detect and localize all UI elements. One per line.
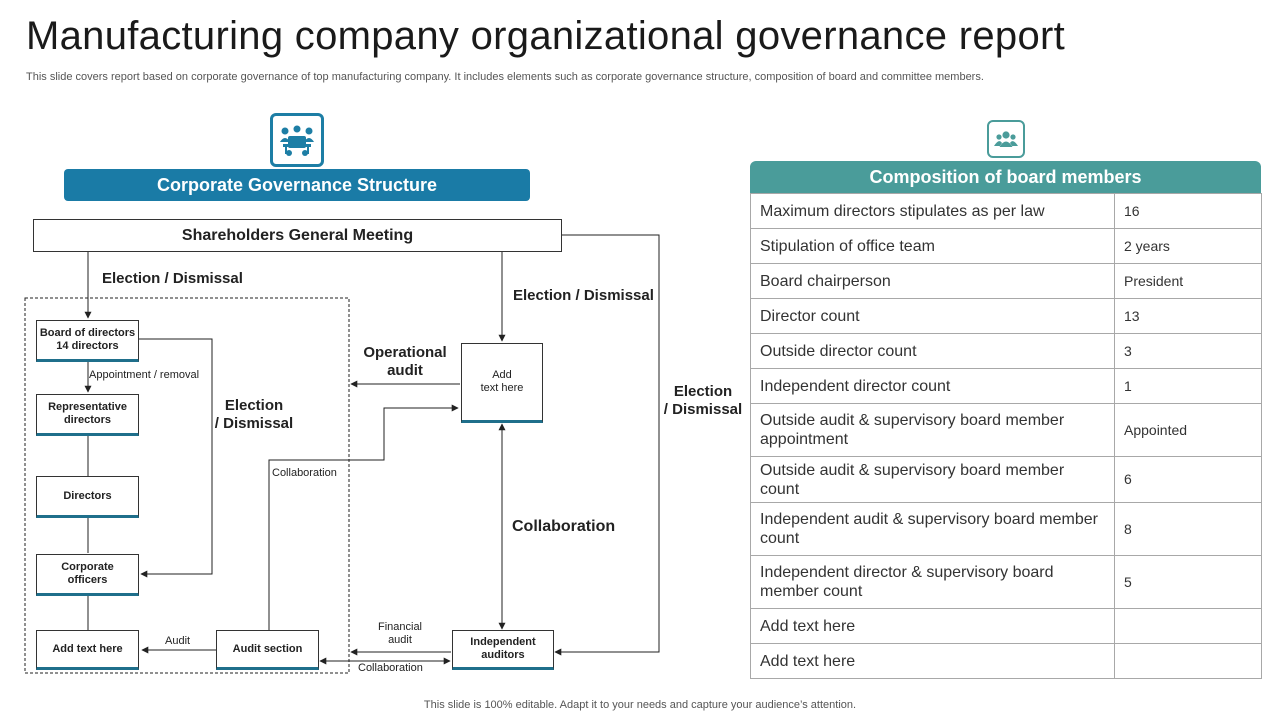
row-label: Add text here [750, 643, 1115, 679]
footer-note: This slide is 100% editable. Adapt it to… [423, 699, 857, 711]
page-subtitle: This slide covers report based on corpor… [26, 71, 984, 83]
row-value [1114, 643, 1262, 679]
governance-structure-heading: Corporate Governance Structure [64, 169, 530, 201]
election-dismissal-top-label: Election / Dismissal [102, 270, 243, 287]
row-value: President [1114, 263, 1262, 299]
audit-label: Audit [165, 635, 191, 647]
election-right-line1: Election [673, 383, 733, 400]
collaboration-bottom-label: Collaboration [358, 662, 423, 674]
representative-line2: directors [63, 414, 112, 426]
financial-line1: Financial [377, 621, 423, 633]
users-icon [987, 120, 1025, 158]
add-text-bottom-box: Add text here [36, 630, 139, 670]
operational-line1: Operational [363, 344, 447, 361]
row-label: Maximum directors stipulates as per law [750, 193, 1115, 229]
officers-line1: Corporate [61, 561, 114, 573]
row-label: Stipulation of office team [750, 228, 1115, 264]
representative-line1: Representative [48, 401, 127, 413]
row-value [1114, 608, 1262, 644]
meeting-icon [270, 113, 324, 167]
add-text-center-line2: text here [480, 382, 524, 394]
independent-line2: auditors [481, 649, 525, 661]
board-line1: Board of directors [39, 327, 136, 339]
row-value: 1 [1114, 368, 1262, 404]
table-row: Outside audit & supervisory board member… [750, 456, 1262, 503]
row-label: Outside audit & supervisory board member… [750, 456, 1115, 503]
table-row: Add text here [750, 643, 1262, 679]
election-right-line2: / Dismissal [663, 401, 743, 418]
row-label: Independent director & supervisory board… [750, 555, 1115, 609]
row-value: 13 [1114, 298, 1262, 334]
collaboration-big-label: Collaboration [512, 518, 616, 535]
row-label: Independent audit & supervisory board me… [750, 502, 1115, 556]
table-row: Add text here [750, 608, 1262, 644]
directors-box: Directors [36, 476, 139, 518]
audit-section-label: Audit section [232, 642, 303, 655]
row-label: Independent director count [750, 368, 1115, 404]
row-value: 3 [1114, 333, 1262, 369]
row-label: Add text here [750, 608, 1115, 644]
row-value: 8 [1114, 502, 1262, 556]
table-row: Outside audit & supervisory board member… [750, 403, 1262, 457]
appointment-removal-label: Appointment / removal [89, 369, 200, 381]
audit-section-box: Audit section [216, 630, 319, 670]
row-label: Board chairperson [750, 263, 1115, 299]
row-label: Outside director count [750, 333, 1115, 369]
row-label: Outside audit & supervisory board member… [750, 403, 1115, 457]
row-value: 6 [1114, 456, 1262, 503]
election-left-line1: Election [224, 397, 284, 414]
shareholders-meeting-box: Shareholders General Meeting [33, 219, 562, 252]
row-value: 16 [1114, 193, 1262, 229]
table-row: Independent director & supervisory board… [750, 555, 1262, 609]
collaboration-small-label: Collaboration [272, 467, 337, 479]
financial-line2: audit [388, 634, 412, 646]
election-left-line2: / Dismissal [214, 415, 294, 432]
operational-line2: audit [387, 362, 423, 379]
add-text-center-line1: Add [492, 369, 512, 381]
page-title: Manufacturing company organizational gov… [26, 14, 1066, 58]
row-label: Director count [750, 298, 1115, 334]
directors-label: Directors [63, 489, 112, 502]
election-dismissal-right-label: Election/ Dismissal [662, 383, 744, 419]
officers-line2: officers [67, 574, 108, 586]
board-line2: 14 directors [56, 340, 119, 352]
board-composition-heading: Composition of board members [750, 161, 1261, 193]
election-dismissal-left-label: Election/ Dismissal [212, 397, 296, 433]
row-value: 2 years [1114, 228, 1262, 264]
independent-line1: Independent [470, 636, 536, 648]
election-dismissal-mid-label: Election / Dismissal [513, 287, 654, 304]
table-row: Independent audit & supervisory board me… [750, 502, 1262, 556]
row-value: 5 [1114, 555, 1262, 609]
add-text-bottom-label: Add text here [52, 642, 123, 655]
row-value: Appointed [1114, 403, 1262, 457]
